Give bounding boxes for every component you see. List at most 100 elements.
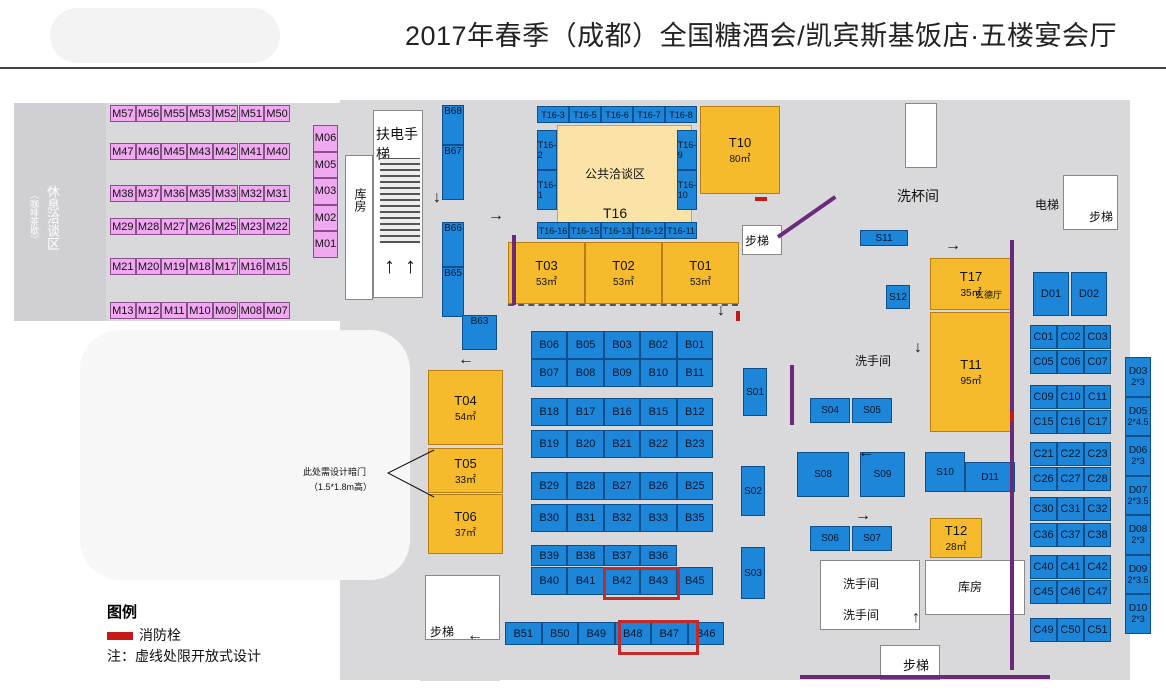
b-booth: B65 bbox=[442, 267, 464, 317]
wall-segment bbox=[512, 235, 516, 305]
public-talk-label: 公共洽谈区 bbox=[585, 167, 646, 181]
d-booth-id: D05 bbox=[1128, 405, 1148, 417]
c-booth: C42 bbox=[1084, 555, 1111, 579]
stairs-mid-label: 步梯 bbox=[745, 234, 770, 248]
t05-booth-id: T05 bbox=[454, 455, 477, 471]
vestibule-label: 玄德厅 bbox=[975, 290, 1003, 300]
s-booth: S11 bbox=[860, 230, 908, 246]
s-booth: S08 bbox=[797, 452, 849, 497]
stairs-bottom-left-label: 步梯 bbox=[430, 625, 455, 639]
legend-title: 图例 bbox=[107, 604, 138, 621]
m-booth: M55 bbox=[161, 105, 188, 122]
page-title: 2017年春季（成都）全国糖酒会/凯宾斯基饭店·五楼宴会厅 bbox=[405, 21, 1118, 51]
t16-booth: T16-12 bbox=[633, 222, 665, 239]
m-booth: M33 bbox=[212, 185, 239, 202]
dashed-open-boundary bbox=[508, 304, 738, 306]
b-booth: B27 bbox=[603, 472, 641, 500]
t16-booth: T16-15 bbox=[569, 222, 601, 239]
stairs-top-right bbox=[1063, 175, 1118, 230]
t11-booth-id: T11 bbox=[960, 357, 982, 372]
stairs-bottom-left bbox=[425, 575, 500, 640]
b-booth: B09 bbox=[603, 359, 641, 387]
c-booth: C41 bbox=[1057, 555, 1084, 579]
m-booth: M41 bbox=[238, 143, 265, 160]
t04-booth-id: T04 bbox=[454, 392, 477, 408]
secret-door-pointer bbox=[386, 449, 435, 498]
restroom-3-label: 洗手间 bbox=[843, 608, 880, 622]
m-booth: M38 bbox=[110, 185, 136, 202]
t16-booth: T16-2 bbox=[537, 130, 557, 170]
hydrant-swatch bbox=[107, 632, 133, 641]
legend-hydrant: 消防栓 bbox=[107, 625, 181, 645]
t16-booth: T16-3 bbox=[537, 106, 569, 123]
b-booth: B41 bbox=[567, 567, 604, 595]
restroom-1-label: 洗手间 bbox=[855, 354, 892, 368]
t-booth-area: 53㎡ bbox=[612, 277, 635, 288]
s-booth: S12 bbox=[886, 285, 910, 309]
m-booth: M25 bbox=[212, 218, 239, 235]
m-booth: M45 bbox=[161, 143, 188, 160]
m-booth: M21 bbox=[110, 258, 136, 275]
b-booth: B05 bbox=[567, 331, 604, 359]
rest-area-note: （咖啡茶歇） bbox=[29, 190, 39, 244]
secret-door-note: 此处需设计暗门 bbox=[303, 467, 367, 477]
s-booth: S02 bbox=[741, 466, 765, 516]
d-booth-size: 2*4.5 bbox=[1127, 416, 1149, 427]
b-booth: B35 bbox=[676, 504, 713, 532]
c-booth: C31 bbox=[1057, 497, 1084, 521]
d-booth: D01 bbox=[1033, 272, 1069, 316]
d-booth-id: D07 bbox=[1128, 484, 1148, 496]
t-booth-area: 53㎡ bbox=[689, 277, 712, 288]
flow-arrow-icon: ↑ bbox=[912, 609, 920, 626]
c-booth: C46 bbox=[1057, 580, 1084, 604]
b-booth: B51 bbox=[505, 622, 542, 645]
b-booth: B30 bbox=[531, 504, 568, 532]
cup-wash-label: 洗杯间 bbox=[897, 188, 939, 204]
t16-booth: T16-6 bbox=[601, 106, 633, 123]
m-booth: M29 bbox=[110, 218, 136, 235]
c-booth: C26 bbox=[1030, 467, 1057, 491]
d-booth-id: D08 bbox=[1128, 524, 1148, 536]
c-booth: C37 bbox=[1057, 523, 1084, 547]
d11-booth: D11 bbox=[965, 462, 1015, 492]
escalator-label: 扶电手梯 bbox=[376, 126, 418, 162]
c-booth: C51 bbox=[1084, 618, 1111, 642]
b-booth: B29 bbox=[531, 472, 568, 500]
stairs-top-right-label: 步梯 bbox=[1089, 210, 1114, 224]
b-booth: B22 bbox=[640, 430, 677, 458]
s-booth: S06 bbox=[810, 526, 850, 551]
d-booth-size: 2*3 bbox=[1131, 456, 1145, 467]
m-booth: M12 bbox=[135, 302, 162, 319]
c-booth: C03 bbox=[1084, 325, 1111, 349]
c-booth: C02 bbox=[1057, 325, 1084, 349]
c-booth: C36 bbox=[1030, 523, 1057, 547]
m-booth: M46 bbox=[135, 143, 162, 160]
d-booth-size: 2*3.5 bbox=[1127, 574, 1149, 585]
s-booth: S10 bbox=[925, 452, 965, 492]
m-booth: M11 bbox=[161, 302, 188, 319]
t06-booth-area: 37㎡ bbox=[454, 528, 477, 539]
flow-arrow-icon: → bbox=[855, 507, 871, 524]
t05-booth-area: 33㎡ bbox=[454, 474, 477, 486]
m-booth: M26 bbox=[187, 218, 213, 235]
b-booth: B50 bbox=[541, 622, 578, 645]
m-booth: M53 bbox=[187, 105, 213, 122]
m-booth: M52 bbox=[212, 105, 239, 122]
c-booth: C23 bbox=[1084, 442, 1111, 466]
b-booth: B11 bbox=[676, 359, 713, 387]
b-booth: B40 bbox=[531, 567, 568, 595]
m-booth: M08 bbox=[238, 302, 265, 319]
c-booth: C07 bbox=[1084, 350, 1111, 374]
flow-arrow-icon: ← bbox=[858, 444, 874, 461]
m-booth: M51 bbox=[238, 105, 265, 122]
b-booth: B06 bbox=[531, 331, 568, 359]
b-booth: B47 bbox=[651, 622, 688, 645]
b-booth: B03 bbox=[603, 331, 641, 359]
restrooms-bottom bbox=[820, 560, 920, 630]
t-booth-area: 53㎡ bbox=[535, 277, 558, 288]
